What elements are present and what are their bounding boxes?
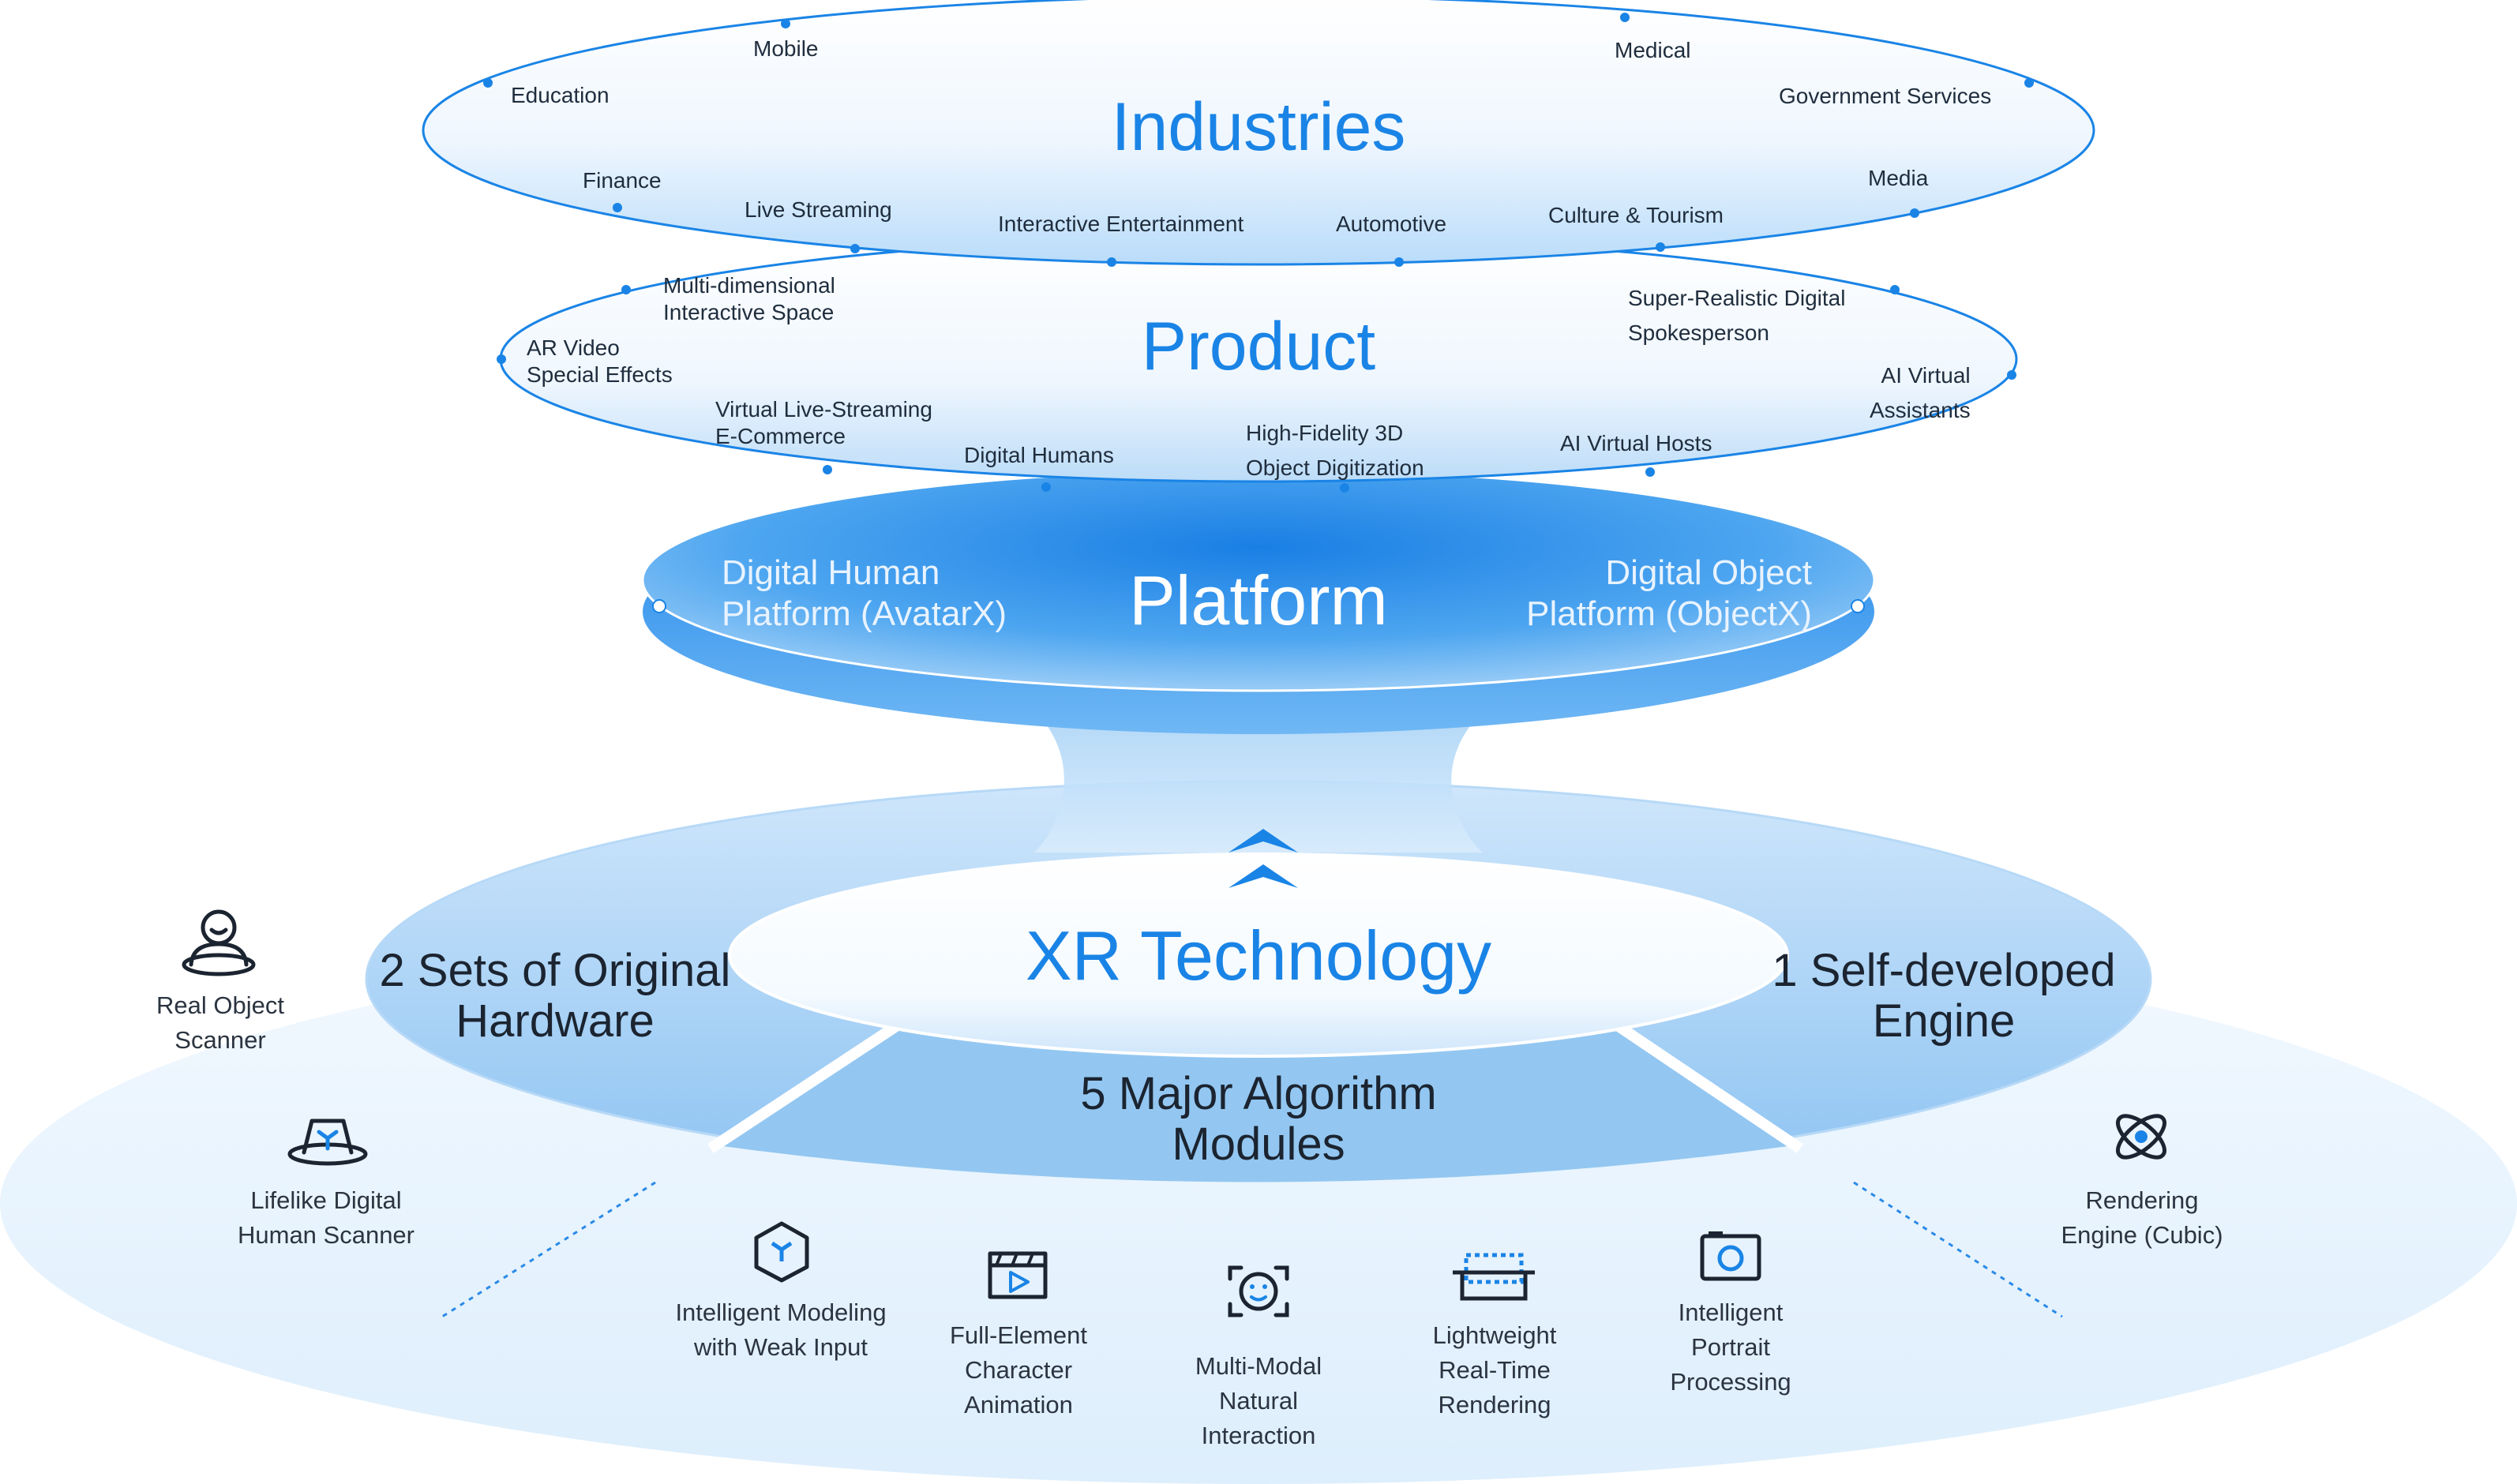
xr-algorithm-line1: 5 Major Algorithm [1080, 1068, 1437, 1119]
industry-education: Education [511, 83, 610, 107]
caption-scanner-line1: Real Object [156, 991, 284, 1019]
industry-live-streaming: Live Streaming [745, 197, 892, 222]
platform-objectx-line2: Platform (ObjectX) [1526, 594, 1812, 633]
xr-algorithm-line2: Modules [1172, 1119, 1345, 1170]
caption-rendering-engine: Rendering Engine (Cubic) [2061, 1183, 2223, 1253]
caption-m1-line2: with Weak Input [694, 1333, 868, 1361]
industry-finance: Finance [583, 168, 662, 193]
face-scan-icon [1228, 1265, 1289, 1317]
xr-engine-line1: 1 Self-developed [1772, 945, 2116, 996]
caption-m3-line3: Interaction [1201, 1422, 1316, 1449]
xr-algorithm-label: 5 Major Algorithm Modules [1080, 1069, 1436, 1170]
caption-m2-line2: Character [964, 1356, 1073, 1384]
atom-icon [2116, 1114, 2166, 1160]
platform-title: Platform [1129, 561, 1388, 639]
product-spokesperson: Super-Realistic Digital Spokesperson [1628, 281, 1845, 350]
platform-avatarx: Digital Human Platform (AvatarX) [722, 553, 1007, 635]
video-clip-icon [988, 1251, 1048, 1299]
industry-medical: Medical [1615, 38, 1691, 62]
xr-hardware-line1: 2 Sets of Original [379, 945, 731, 996]
algorithm-segment [711, 1026, 1800, 1182]
caption-scanner-line2: Scanner [174, 1026, 266, 1054]
caption-m2-line1: Full-Element [950, 1321, 1087, 1349]
caption-m5-line3: Processing [1670, 1368, 1791, 1396]
guide-line-right [1853, 1181, 2063, 1318]
caption-m4-line3: Rendering [1438, 1391, 1551, 1418]
product-ai-assistants-line2: Assistants [1870, 398, 1971, 422]
cube-icon [754, 1221, 809, 1283]
industry-interactive-entertainment: Interactive Entertainment [998, 212, 1244, 236]
product-ar-video: AR Video Special Effects [527, 335, 673, 388]
product-ar-video-line2: Special Effects [527, 362, 673, 387]
caption-m5-line1: Intelligent [1678, 1298, 1784, 1326]
human-scanner-icon [287, 1119, 368, 1166]
industry-culture-tourism: Culture & Tourism [1548, 203, 1724, 227]
industry-automotive: Automotive [1336, 212, 1447, 236]
xr-title: XR Technology [1025, 916, 1492, 995]
xr-hardware-line2: Hardware [456, 995, 655, 1047]
caption-intelligent-modeling: Intelligent Modeling with Weak Input [675, 1295, 886, 1365]
product-hifi-line2: Object Digitization [1246, 455, 1424, 480]
product-live-ecommerce-line2: E-Commerce [715, 424, 846, 448]
connector-neck [1034, 710, 1484, 853]
product-spokesperson-line2: Spokesperson [1628, 320, 1770, 345]
product-live-ecommerce-line1: Virtual Live-Streaming [715, 397, 932, 422]
product-ai-virtual-hosts: AI Virtual Hosts [1560, 431, 1712, 455]
caption-m3-line2: Natural [1219, 1387, 1298, 1415]
xr-engine-label: 1 Self-developed Engine [1772, 946, 2115, 1047]
platform-objectx: Digital Object Platform (ObjectX) [1480, 553, 1812, 635]
industries-title: Industries [1111, 89, 1406, 165]
product-ai-assistants-line1: AI Virtual [1881, 363, 1971, 388]
platform-avatarx-line2: Platform (AvatarX) [722, 594, 1007, 633]
product-title: Product [1141, 309, 1376, 384]
caption-m5-line2: Portrait [1691, 1333, 1770, 1361]
arrow-up-icon-2 [1228, 864, 1298, 888]
product-multidim-line1: Multi-dimensional [663, 273, 835, 298]
industry-mobile: Mobile [753, 36, 819, 61]
product-ai-assistants: AI Virtual Assistants [1870, 358, 1971, 428]
guide-line-left [441, 1181, 656, 1318]
platform-avatarx-line1: Digital Human [722, 553, 940, 592]
industry-government-services: Government Services [1779, 84, 1992, 108]
render-frame-icon [1453, 1253, 1535, 1301]
xr-engine-line2: Engine [1872, 995, 2016, 1047]
caption-m4-line2: Real-Time [1439, 1356, 1551, 1384]
product-hifi-digitization: High-Fidelity 3D Object Digitization [1246, 416, 1424, 485]
caption-human-scanner: Lifelike Digital Human Scanner [238, 1183, 414, 1253]
caption-portrait-processing: Intelligent Portrait Processing [1670, 1295, 1791, 1400]
caption-multimodal-interaction: Multi-Modal Natural Interaction [1195, 1349, 1322, 1453]
caption-human-line2: Human Scanner [237, 1221, 415, 1249]
platform-objectx-line1: Digital Object [1605, 553, 1812, 592]
caption-character-animation: Full-Element Character Animation [950, 1318, 1087, 1422]
camera-icon [1700, 1231, 1761, 1281]
caption-m2-line3: Animation [964, 1391, 1073, 1418]
caption-real-object-scanner: Real Object Scanner [156, 988, 284, 1058]
caption-human-line1: Lifelike Digital [250, 1186, 402, 1214]
xr-hardware-label: 2 Sets of Original Hardware [380, 946, 731, 1047]
product-live-ecommerce: Virtual Live-Streaming E-Commerce [715, 396, 932, 450]
industry-media: Media [1868, 166, 1929, 190]
caption-render-line1: Rendering [2085, 1186, 2199, 1214]
product-ar-video-line1: AR Video [527, 335, 620, 360]
product-digital-humans: Digital Humans [964, 443, 1114, 467]
product-hifi-line1: High-Fidelity 3D [1246, 421, 1404, 445]
arrow-up-icon [1228, 829, 1298, 853]
product-multidim-line2: Interactive Space [663, 300, 835, 324]
caption-m1-line1: Intelligent Modeling [675, 1298, 887, 1326]
ring-divider-left [707, 1021, 899, 1153]
industries-disc [422, 0, 2095, 266]
product-multidim-space: Multi-dimensional Interactive Space [663, 272, 835, 326]
caption-render-line2: Engine (Cubic) [2061, 1221, 2223, 1249]
person-scanner-icon [182, 909, 256, 976]
xr-core-disc [728, 853, 1789, 1058]
product-spokesperson-line1: Super-Realistic Digital [1628, 286, 1846, 310]
ring-divider-right [1615, 1021, 1803, 1153]
caption-m4-line1: Lightweight [1432, 1321, 1557, 1349]
caption-lightweight-rendering: Lightweight Real-Time Rendering [1433, 1318, 1557, 1422]
caption-m3-line1: Multi-Modal [1195, 1352, 1322, 1380]
